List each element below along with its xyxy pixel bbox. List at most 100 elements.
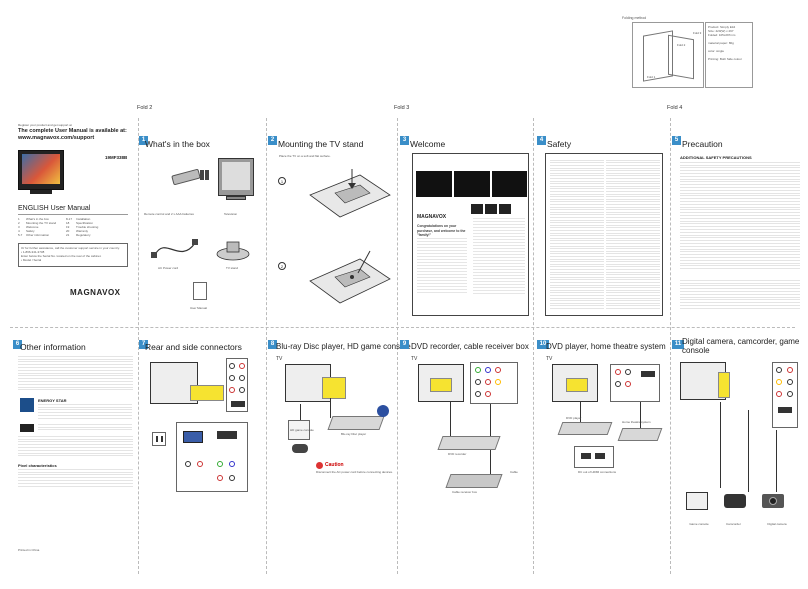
folding-title: Folding method [622, 16, 647, 20]
fold-2-label: Fold 2 [137, 105, 153, 111]
section-1-header: 1 [139, 128, 148, 146]
fold-3-label: Fold 3 [394, 105, 410, 111]
fold-label-1: Fold 1 [647, 75, 656, 79]
box-tv-image [218, 158, 254, 196]
dvd-connectors [610, 364, 660, 402]
camcorder-device [724, 494, 746, 508]
pixel-title: Pixel characteristics [18, 463, 57, 468]
section-1-title: What's in the box [145, 139, 210, 149]
section-8-number: 8 [268, 340, 277, 349]
power-socket [152, 432, 166, 446]
section-9-title: DVD recorder, cable receiver box [411, 342, 529, 351]
section-9-header: 9 [400, 332, 409, 350]
section-11-header: 11 [672, 332, 684, 350]
welcome-brand: MAGNAVOX [417, 214, 447, 220]
item-cord-label: AC Power cord [158, 266, 179, 270]
section-5-title: Precaution [682, 139, 723, 149]
pixel-text [18, 469, 133, 487]
item-manual-label: User Manual [190, 306, 208, 310]
welcome-congrats: Congratulations on your purchase, and we… [417, 224, 466, 238]
dvd-tv-label: TV [546, 356, 553, 362]
section-9-number: 9 [400, 340, 409, 349]
camera-label: Digital camera [767, 522, 787, 526]
cable-box-label: Cable receiver box [452, 490, 478, 494]
section-4-header: 4 [537, 128, 546, 146]
item-remote-label: Remote control and 2 x AAA batteries [144, 212, 194, 216]
section-6-number: 6 [13, 340, 22, 349]
section-2-header: 2 [268, 128, 277, 146]
rear-connector-panel [176, 422, 248, 492]
bluray-disc-icon [377, 405, 389, 417]
user-manual-image [193, 282, 207, 300]
power-cord-image [151, 239, 198, 258]
home-theatre-label: Home theatre system [622, 420, 651, 424]
section-2-number: 2 [268, 136, 277, 145]
support-model-serial: • Model / Serial [21, 258, 42, 262]
section-11-number: 11 [672, 340, 684, 349]
energy-text [38, 404, 132, 420]
other-info-text [18, 356, 133, 390]
hdmi-panel [574, 446, 614, 468]
game-console-device-label: Game console [689, 522, 709, 526]
section-4-number: 4 [537, 136, 546, 145]
section-10-title: DVD player, home theatre system [546, 342, 666, 351]
printed-in: Printed in China [18, 548, 40, 552]
section-1-number: 1 [139, 136, 148, 145]
bluray-tv-label: TV [276, 356, 283, 362]
info-material: material paper: 80g [708, 41, 734, 45]
dvd-rec-connectors [470, 362, 518, 404]
bluray-label: Blu-ray Disc player [341, 432, 367, 436]
item-tv-label: Television [224, 212, 238, 216]
camera-device [762, 494, 784, 508]
side-connector-panel [226, 358, 248, 412]
section-7-title: Rear and side connectors [145, 342, 242, 352]
info-printing: Printing: Both Side colour [708, 57, 742, 61]
gamepad-icon [292, 444, 308, 453]
fold-label-2: Fold 2 [677, 43, 686, 47]
cable-label: Cable [510, 470, 518, 474]
precaution-text [680, 162, 800, 270]
dvd-rec-tv-label: TV [411, 356, 418, 362]
game-console-device [686, 492, 708, 510]
cam-highlight [718, 372, 730, 398]
game-console-label: HD game console [290, 428, 314, 432]
cover-support-box: Or for further assistance, call the cust… [18, 243, 128, 267]
stand-step-2-diagram [309, 250, 391, 304]
section-10-header: 10 [537, 332, 549, 350]
energy-star-logo [20, 398, 34, 412]
section-6-title: Other information [20, 342, 86, 352]
rear-highlight-panel [190, 385, 224, 401]
info-product: Product: Simply Ett4 [708, 25, 736, 29]
cover-brand-logo: MAGNAVOX [70, 288, 121, 297]
support-note: Or for further assistance, call the cust… [21, 246, 120, 250]
dvd-highlight [566, 378, 588, 392]
folding-diagram: Fold 1 Fold 2 Fold 3 [632, 22, 704, 88]
cover-headline: The complete User Manual is available at… [18, 128, 127, 134]
cover-manual-title: ENGLISH User Manual [18, 205, 91, 212]
section-5-number: 5 [672, 136, 681, 145]
section-10-number: 10 [537, 340, 549, 349]
precaution-text-2 [680, 280, 800, 310]
section-6-header: 6 [13, 332, 22, 350]
stand-image [216, 241, 250, 261]
section-3-header: 3 [400, 128, 409, 146]
info-color: color: single [708, 49, 725, 53]
bluray-player-box [327, 416, 385, 430]
section-7-number: 7 [139, 340, 148, 349]
support-phone: • 1-866-341-3738 [21, 250, 45, 254]
section-8-header: 8 [268, 332, 277, 350]
bluray-highlight [322, 377, 346, 399]
cover-tv-stand [30, 190, 52, 194]
caution-title: Caution [325, 462, 344, 468]
precaution-heading: ADDITIONAL SAFETY PRECAUTIONS [680, 155, 752, 160]
home-theatre-box [617, 428, 663, 441]
section-8-title: Blu-ray Disc player, HD game console [276, 342, 411, 351]
cover-model: 19MF338B [105, 155, 128, 160]
dvd-player-label: DVD player [566, 416, 582, 420]
section-2-title: Mounting the TV stand [278, 139, 364, 149]
info-folded: Folded: 105x297mm [708, 33, 736, 37]
